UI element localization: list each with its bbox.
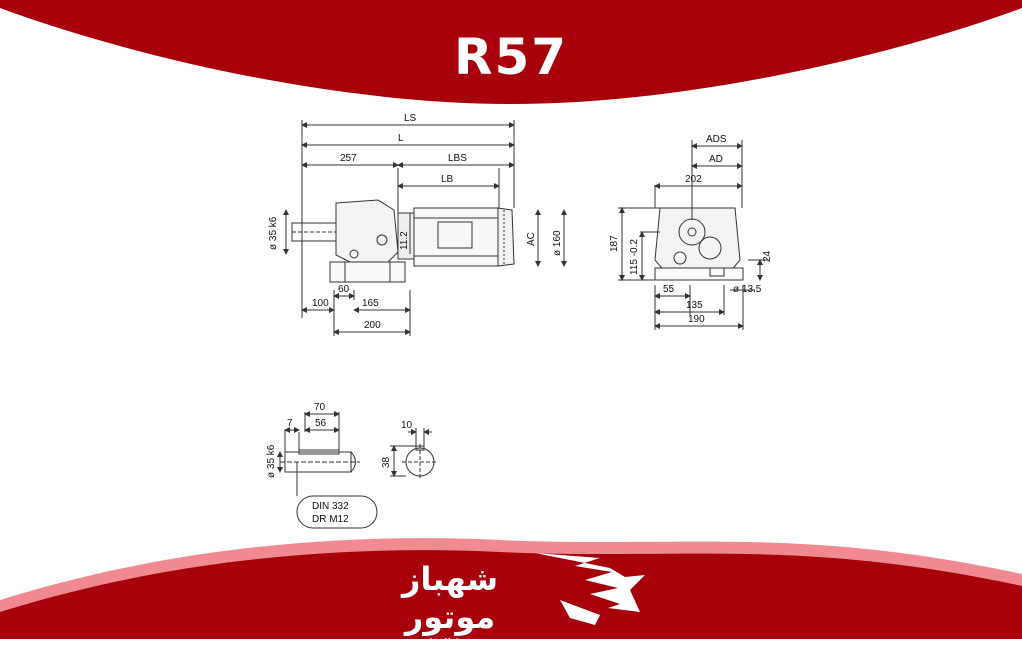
- eagle-logo-icon: [535, 553, 645, 625]
- side-view-labels: LS L 257 LBS LB ø 35 k6 11.2 AC ø 160 10…: [268, 113, 563, 331]
- dim-70: 70: [314, 402, 326, 413]
- dim-11-2: 11.2: [399, 231, 410, 250]
- key-detail-labels: 10 38: [381, 420, 413, 468]
- brand-block[interactable]: شهباز موتور مرجع خرید کالاهای صنعتی: [360, 560, 540, 654]
- dim-hole-dia: ø 13.5: [733, 284, 762, 295]
- dim-257: 257: [340, 153, 357, 164]
- footer-band: [0, 550, 1022, 639]
- dim-ad: AD: [709, 154, 723, 165]
- dim-ac: AC: [526, 232, 537, 246]
- brand-name: شهباز موتور: [401, 560, 499, 636]
- key-detail-drawing: [390, 428, 438, 480]
- dim-190: 190: [688, 314, 705, 325]
- dim-165: 165: [362, 298, 379, 309]
- dim-l: L: [398, 133, 404, 144]
- dim-55: 55: [663, 284, 675, 295]
- dim-100: 100: [312, 298, 329, 309]
- dim-ls: LS: [404, 113, 417, 124]
- dim-lb: LB: [441, 174, 454, 185]
- dim-shaft-detail-dia: ø 35 k6: [266, 444, 277, 478]
- dim-24: 24: [762, 250, 773, 262]
- page-title: R57: [453, 28, 569, 86]
- shaft-detail-labels: 70 7 56 ø 35 k6 DIN 332 DR M12: [266, 402, 349, 525]
- dim-shaft-dia: ø 35 k6: [268, 216, 279, 250]
- standard-din-332: DIN 332: [312, 501, 349, 512]
- standard-dr-m12: DR M12: [312, 514, 349, 525]
- shaft-detail-drawing: [277, 411, 378, 529]
- dim-38: 38: [381, 456, 392, 468]
- dim-202: 202: [685, 174, 702, 185]
- page-canvas: LS L 257 LBS LB ø 35 k6 11.2 AC ø 160 10…: [0, 0, 1022, 639]
- dim-ads: ADS: [706, 134, 727, 145]
- dim-7: 7: [287, 418, 293, 429]
- dim-10: 10: [401, 420, 413, 431]
- dim-56: 56: [315, 418, 327, 429]
- dim-160: ø 160: [552, 230, 563, 256]
- dim-135: 135: [686, 300, 703, 311]
- side-view-drawing: [283, 120, 567, 336]
- dim-187: 187: [609, 235, 620, 252]
- front-view-drawing: [618, 140, 768, 330]
- dim-200: 200: [364, 320, 381, 331]
- front-view-labels: ADS AD 202 187 115 -0.2 24 ø 13.5 55 135…: [609, 134, 773, 325]
- dim-60: 60: [338, 284, 350, 295]
- dim-lbs: LBS: [448, 153, 467, 164]
- dim-115: 115 -0.2: [629, 239, 640, 275]
- header-band: [0, 0, 1022, 104]
